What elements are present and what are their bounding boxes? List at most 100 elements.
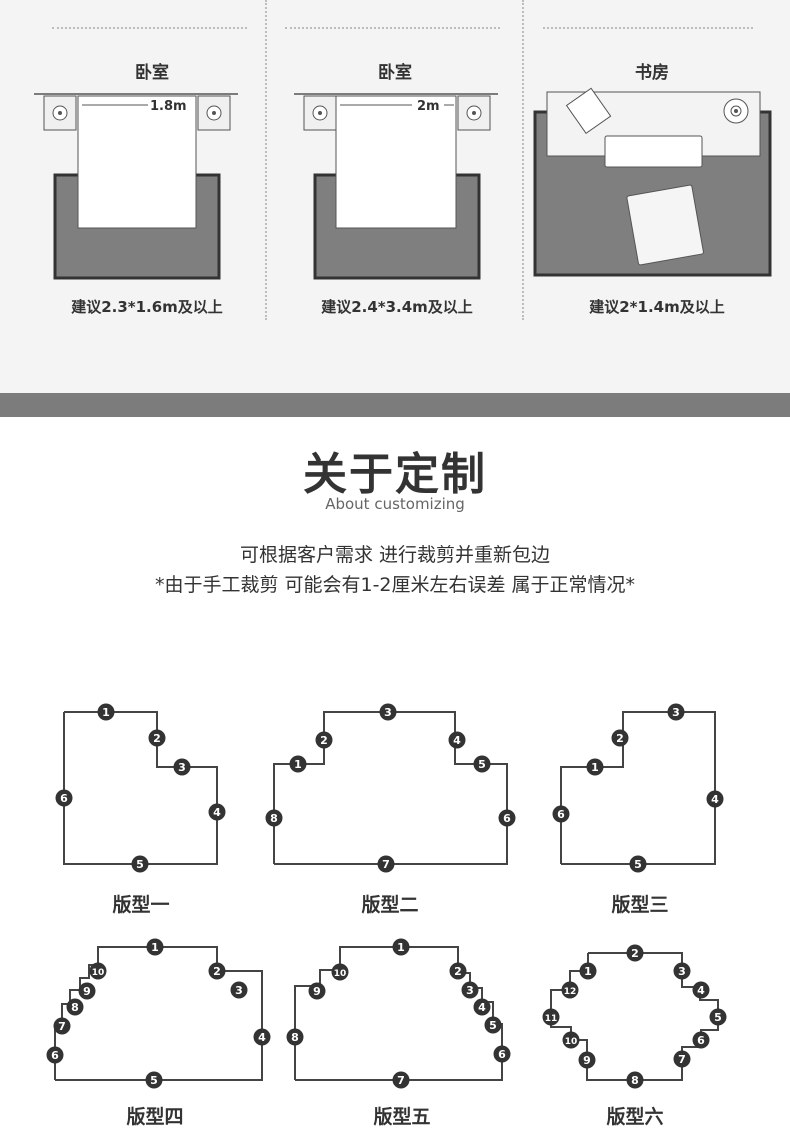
shape-4-marker-3: 3	[230, 981, 248, 999]
shape-1-marker-2: 2	[148, 729, 166, 747]
svg-text:2: 2	[213, 965, 221, 978]
divider	[543, 27, 753, 29]
shape-4-marker-7: 7	[53, 1017, 71, 1035]
svg-text:2: 2	[616, 732, 624, 745]
divider	[285, 27, 500, 29]
svg-text:6: 6	[51, 1049, 59, 1062]
shape-label: 版型二	[361, 894, 419, 916]
svg-text:6: 6	[557, 808, 565, 821]
shape-1-marker-6: 6	[55, 789, 73, 807]
shape-diagrams: 1234561234567812345612345678910123456789…	[46, 703, 727, 1089]
svg-text:5: 5	[136, 858, 144, 871]
room-title: 书房	[635, 63, 669, 83]
shape-2-marker-4: 4	[448, 731, 466, 749]
svg-text:5: 5	[150, 1074, 158, 1087]
svg-text:1: 1	[584, 965, 592, 978]
svg-text:5: 5	[634, 858, 642, 871]
divider	[52, 27, 247, 29]
svg-text:8: 8	[631, 1074, 639, 1087]
svg-text:4: 4	[453, 734, 461, 747]
svg-text:5: 5	[478, 758, 486, 771]
room-title: 卧室	[378, 63, 412, 83]
svg-text:3: 3	[178, 761, 186, 774]
bedroom-illustration: 1.8m	[34, 93, 238, 280]
shape-6-marker-2: 2	[626, 944, 644, 962]
svg-text:2: 2	[631, 947, 639, 960]
svg-text:1: 1	[151, 941, 159, 954]
shape-outline-4	[54, 946, 263, 1081]
chair	[626, 184, 704, 266]
svg-text:8: 8	[71, 1001, 79, 1014]
svg-text:2: 2	[454, 965, 462, 978]
shape-3-marker-1: 1	[586, 758, 604, 776]
shape-5-marker-2: 2	[449, 962, 467, 980]
svg-text:8: 8	[270, 812, 278, 825]
shape-1-marker-3: 3	[173, 758, 191, 776]
svg-text:9: 9	[313, 985, 321, 998]
shape-outline-3	[560, 711, 716, 865]
shape-6-marker-5: 5	[709, 1008, 727, 1026]
shape-6-marker-3: 3	[673, 962, 691, 980]
shape-6-marker-8: 8	[626, 1071, 644, 1089]
svg-text:4: 4	[213, 806, 221, 819]
shape-5-marker-10: 10	[331, 963, 349, 981]
bed-size-label: 2m	[417, 99, 440, 114]
room-title: 卧室	[135, 63, 169, 83]
shape-outline-6	[550, 952, 719, 1081]
shape-5-marker-7: 7	[392, 1071, 410, 1089]
shape-5-marker-3: 3	[461, 981, 479, 999]
svg-text:4: 4	[478, 1001, 486, 1014]
svg-text:1: 1	[294, 758, 302, 771]
bedroom-illustration: 2m	[294, 93, 498, 280]
shape-5-marker-1: 1	[392, 938, 410, 956]
svg-text:6: 6	[498, 1048, 506, 1061]
shape-5-marker-9: 9	[308, 982, 326, 1000]
svg-text:9: 9	[583, 1054, 591, 1067]
shape-4-marker-10: 10	[89, 962, 107, 980]
section-title: 关于定制	[303, 449, 487, 500]
shape-3-marker-5: 5	[629, 855, 647, 873]
shape-1-marker-5: 5	[131, 855, 149, 873]
shape-2-marker-3: 3	[379, 703, 397, 721]
shape-label: 版型六	[606, 1106, 664, 1128]
shape-label: 版型三	[611, 894, 669, 916]
svg-text:11: 11	[545, 1014, 558, 1024]
svg-text:7: 7	[678, 1053, 686, 1066]
shape-label: 版型五	[373, 1106, 431, 1128]
svg-text:4: 4	[697, 984, 705, 997]
shape-2-marker-1: 1	[289, 755, 307, 773]
shape-6-marker-9: 9	[578, 1051, 596, 1069]
shape-4-marker-5: 5	[145, 1071, 163, 1089]
shape-label: 版型四	[126, 1106, 184, 1128]
shape-2-marker-6: 6	[498, 809, 516, 827]
bed	[335, 95, 457, 229]
shape-3-marker-4: 4	[706, 790, 724, 808]
svg-text:7: 7	[382, 858, 390, 871]
shape-4-marker-6: 6	[46, 1046, 64, 1064]
shape-6-marker-4: 4	[692, 981, 710, 999]
custom-description: 可根据客户需求 进行裁剪并重新包边	[239, 544, 551, 566]
svg-text:3: 3	[672, 706, 680, 719]
svg-text:10: 10	[334, 969, 347, 979]
svg-text:4: 4	[258, 1031, 266, 1044]
shape-outline-1	[63, 711, 218, 865]
svg-text:7: 7	[397, 1074, 405, 1087]
shape-4-marker-4: 4	[253, 1028, 271, 1046]
svg-text:4: 4	[711, 793, 719, 806]
svg-text:12: 12	[564, 987, 577, 997]
shape-6-marker-7: 7	[673, 1050, 691, 1068]
shape-6-marker-11: 11	[542, 1008, 560, 1026]
shape-4-marker-8: 8	[66, 998, 84, 1016]
svg-text:7: 7	[58, 1020, 66, 1033]
shape-6-marker-1: 1	[579, 962, 597, 980]
shape-2-marker-7: 7	[377, 855, 395, 873]
room-size-note: 建议2.4*3.4m及以上	[321, 298, 473, 316]
shape-3-marker-2: 2	[611, 729, 629, 747]
shape-1-marker-4: 4	[208, 803, 226, 821]
study-illustration	[533, 87, 772, 277]
shape-5-marker-6: 6	[493, 1045, 511, 1063]
shape-2-marker-2: 2	[315, 731, 333, 749]
shape-4-marker-2: 2	[208, 962, 226, 980]
shape-5-marker-8: 8	[286, 1028, 304, 1046]
svg-text:10: 10	[565, 1037, 578, 1047]
